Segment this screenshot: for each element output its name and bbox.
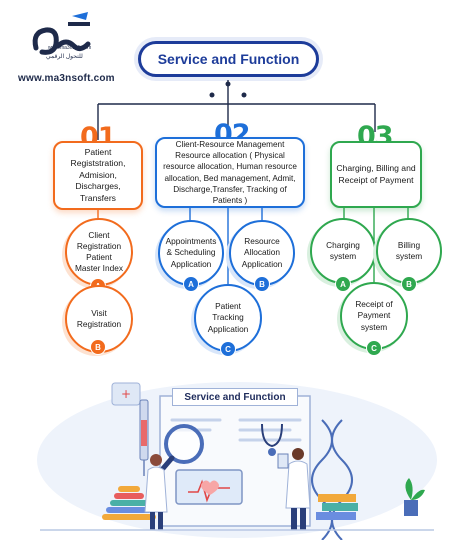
- section-02-item-a-label: Appointments & Scheduling Application: [165, 236, 217, 269]
- section-01-item-a: Client Registration Patient Master Index: [65, 218, 133, 286]
- illustration-title: Service and Function: [172, 388, 298, 406]
- section-03-item-b: Billing system: [376, 218, 442, 284]
- section-03-badge-b: B: [401, 276, 417, 292]
- section-01-heading: Patient Registstration, Admision, Discha…: [53, 141, 143, 210]
- stacked-rings: [102, 486, 156, 520]
- section-03-item-a: Charging system: [310, 218, 376, 284]
- doctor-right-figure: [277, 448, 311, 530]
- section-02-item-a: Appointments & Scheduling Application: [158, 220, 224, 286]
- section-03-heading: Charging, Billing and Receipt of Payment: [330, 141, 422, 208]
- section-03-badge-c: C: [366, 340, 382, 356]
- dot-left: [209, 92, 215, 98]
- section-02-badge-c: C: [220, 341, 236, 357]
- section-02-item-b-label: Resource Allocation Application: [241, 236, 283, 269]
- section-03-badge-a: A: [335, 276, 351, 292]
- main-title: Service and Function: [138, 41, 319, 77]
- section-02-badge-b: B: [254, 276, 270, 292]
- section-02-badge-a: A: [183, 276, 199, 292]
- logo-url-small: www.ma3nsoft.com: [48, 45, 92, 51]
- dot-center: [225, 81, 231, 87]
- doctor-left-figure: [144, 454, 168, 530]
- section-01-item-a-label: Client Registration Patient Master Index: [75, 229, 123, 274]
- section-02-item-c: Patient Tracking Application: [194, 284, 262, 352]
- section-02-item-c-label: Patient Tracking Application: [207, 301, 249, 334]
- svg-text:+: +: [121, 387, 131, 401]
- section-03-item-c-label: Receipt of Payment system: [355, 299, 393, 332]
- logo-tagline: للتحول الرقمي: [46, 54, 83, 60]
- section-01-item-b-label: Visit Registration: [76, 307, 122, 329]
- website-url: www.ma3nsoft.com: [18, 73, 115, 84]
- section-02-heading: Client-Resource Management Resource allo…: [155, 137, 305, 208]
- section-02-item-b: Resource Allocation Application: [229, 220, 295, 286]
- books-stack: [316, 494, 358, 520]
- magnifier-icon: [164, 424, 204, 464]
- dot-right: [241, 92, 247, 98]
- section-03-item-a-label: Charging system: [326, 239, 360, 261]
- ma3nsoft-logo: [32, 12, 91, 55]
- section-01-badge-b: B: [90, 339, 106, 355]
- section-03-item-b-label: Billing system: [395, 239, 423, 261]
- stethoscope-icon: [261, 423, 283, 448]
- plant-icon: [404, 478, 425, 516]
